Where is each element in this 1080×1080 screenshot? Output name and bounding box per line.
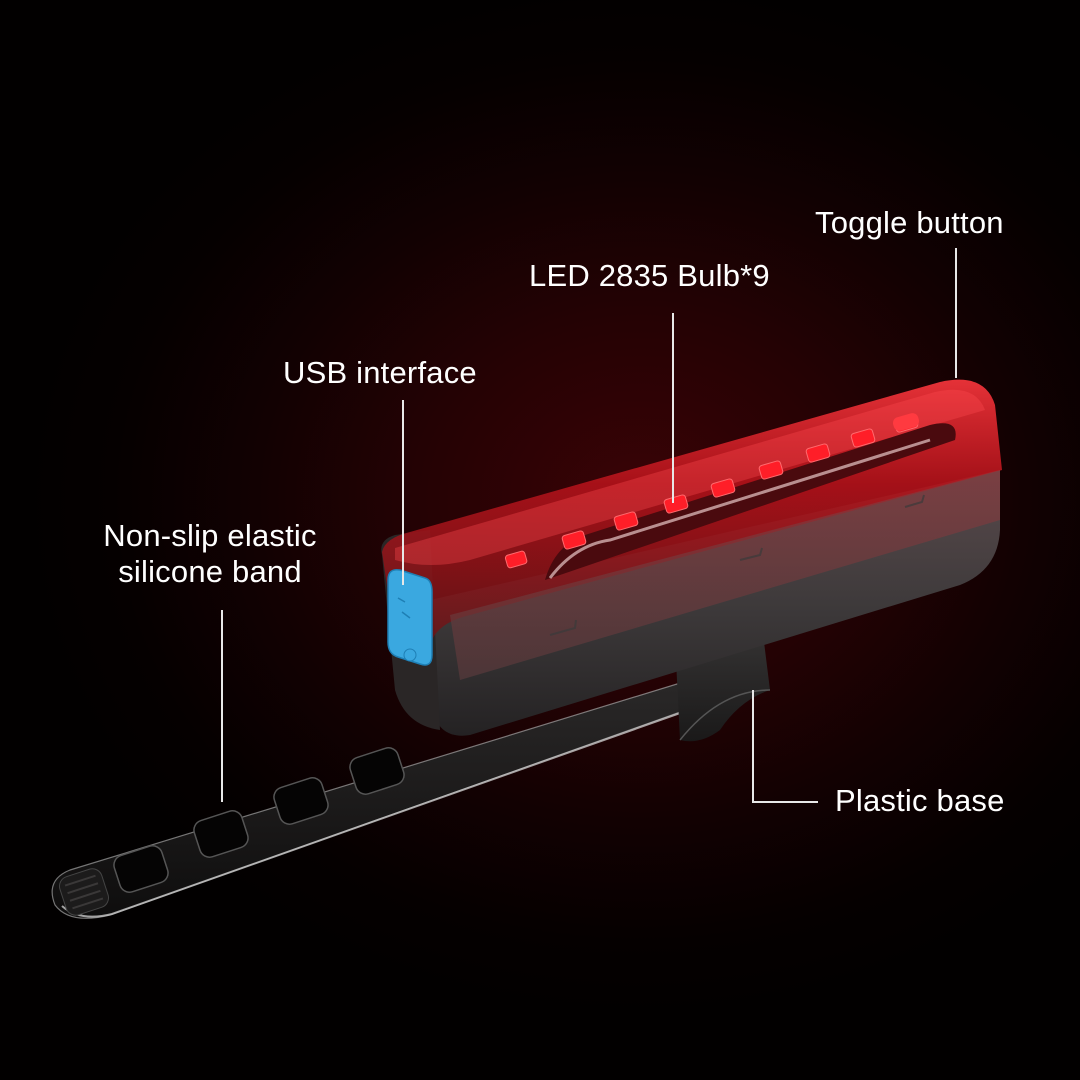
leader-line-plastic-base-vertical [752,690,754,802]
led-3 [613,511,639,531]
led-1 [504,550,528,569]
led-6 [758,460,784,480]
leader-line-silicone-band [221,610,223,802]
callout-led-bulbs: LED 2835 Bulb*9 [529,258,770,293]
callout-toggle-button: Toggle button [815,205,1004,240]
callout-silicone-band: Non-slip elastic silicone band [80,518,340,590]
led-2 [561,530,587,550]
leader-line-usb-interface [402,400,404,585]
toggle-button-shape [892,413,920,431]
led-8 [850,428,876,448]
leader-line-led-bulbs [672,313,674,503]
led-4 [663,494,689,514]
led-7 [805,443,831,463]
callout-silicone-band-line2: silicone band [118,554,302,589]
usb-port-cover [387,568,433,666]
callout-silicone-band-line1: Non-slip elastic [103,518,317,553]
leader-line-toggle-button [955,248,957,378]
silicone-strap [51,679,701,919]
led-5 [710,478,736,498]
leader-line-plastic-base-horizontal [752,801,818,803]
callout-plastic-base: Plastic base [835,783,1005,818]
light-housing [381,379,1002,736]
callout-usb-interface: USB interface [283,355,477,390]
